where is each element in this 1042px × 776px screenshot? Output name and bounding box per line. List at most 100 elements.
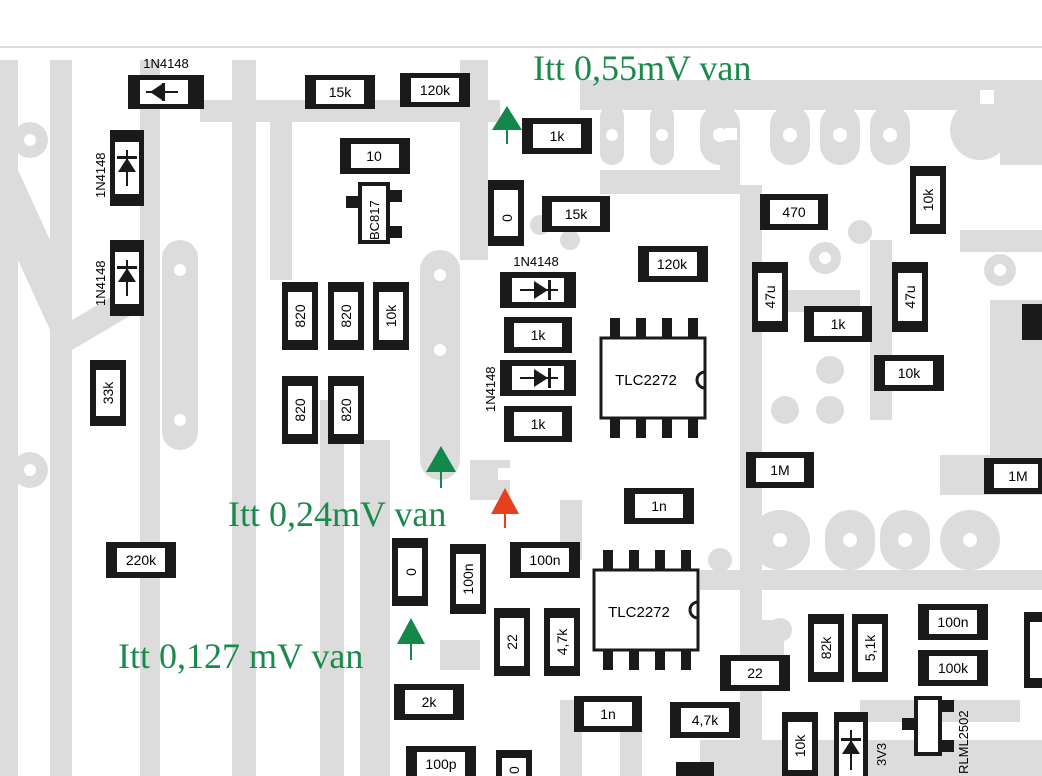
diode-mid-top-label: 1N4148 (513, 254, 559, 269)
resistor-10-label: 10 (366, 148, 382, 164)
transistor-bc817-label: BC817 (367, 200, 382, 240)
resistor-10k-d: 10k (782, 712, 818, 776)
diode-left-1-label: 1N4148 (93, 152, 108, 198)
resistor-10k-c: 10k (373, 282, 409, 350)
resistor-1k-b: 1k (804, 306, 872, 342)
mosfet-rlml2502-label: RLML2502 (956, 710, 971, 774)
resistor-820-c-label: 820 (292, 398, 308, 422)
resistor-120k-top: 120k (400, 73, 470, 107)
resistor-1k-top-label: 1k (550, 128, 566, 144)
resistor-10: 10 (340, 138, 410, 174)
resistor-22-b-label: 22 (747, 665, 763, 681)
resistor-820-d: 820 (328, 376, 364, 444)
resistor-51k: 5,1k (852, 614, 888, 682)
diode-left-2: 1N4148 (93, 240, 144, 316)
resistor-820-b: 820 (328, 282, 364, 350)
transistor-bc817: BC817 (346, 182, 402, 244)
capacitor-100n-b-label: 100n (529, 552, 560, 568)
resistor-82k: 82k (808, 614, 844, 682)
zener-3v3: 3V3 (834, 712, 889, 776)
diode-top-label: 1N4148 (143, 56, 189, 71)
resistor-33k: 33k (90, 360, 126, 426)
resistor-0-b: 0 (392, 538, 428, 606)
diode-left-2-label: 1N4148 (93, 260, 108, 306)
resistor-10k-c-label: 10k (383, 304, 399, 328)
resistor-820-b-label: 820 (338, 304, 354, 328)
capacitor-47u-b: 47u (892, 262, 928, 332)
resistor-15k-top-label: 15k (329, 84, 353, 100)
arrow-up-icon (426, 446, 456, 472)
resistor-22-a-label: 22 (504, 634, 520, 650)
resistor-120k-b-label: 120k (657, 256, 688, 272)
capacitor-100p-label: 100p (425, 756, 456, 772)
resistor-1k-d-label: 1k (531, 416, 547, 432)
probe-arrow-middle (426, 446, 456, 488)
resistor-0-a: 0 (488, 180, 524, 246)
resistor-47k-b-label: 4,7k (692, 712, 719, 728)
resistor-10k-b-label: 10k (898, 365, 922, 381)
resistor-2k: 2k (394, 684, 464, 720)
capacitor-100n-a-label: 100n (460, 563, 476, 594)
capacitor-47u-a: 47u (752, 262, 788, 332)
edge-part-right-2: 100 (1024, 612, 1042, 688)
resistor-120k-top-label: 120k (420, 82, 451, 98)
resistor-1m-b: 1M (984, 458, 1042, 494)
ic-tlc2272-top: TLC2272 (599, 318, 707, 438)
ic-tlc2272-top-label: TLC2272 (615, 372, 677, 389)
resistor-47k-a: 4,7k (544, 608, 580, 676)
probe-arrow-bottom (397, 618, 425, 660)
resistor-51k-label: 5,1k (862, 634, 878, 661)
resistor-100k-label: 100k (938, 660, 969, 676)
arrow-up-icon (491, 488, 519, 514)
edge-part-right-2-label: 100 (1039, 658, 1042, 680)
resistor-1m-b-label: 1M (1008, 468, 1027, 484)
edge-part-right-1 (1022, 304, 1042, 340)
probe-arrow-red (491, 488, 519, 528)
capacitor-47u-a-label: 47u (762, 285, 778, 308)
resistor-470-label: 470 (782, 204, 806, 220)
resistor-120k-b: 120k (638, 246, 708, 282)
resistor-1k-b-label: 1k (831, 316, 847, 332)
resistor-1k-d: 1k (504, 406, 572, 442)
resistor-10k-b: 10k (874, 355, 944, 391)
diode-mid-top: 1N4148 (500, 254, 576, 308)
resistor-470: 470 (760, 194, 828, 230)
diode-left-1: 1N4148 (93, 130, 144, 206)
resistor-82k-label: 82k (818, 636, 834, 660)
annotation-top: Itt 0,55mV van (533, 48, 751, 88)
mosfet-rlml2502: RLML2502 (902, 696, 971, 774)
probe-arrow-top (492, 106, 522, 144)
pad-holes (24, 80, 1006, 547)
capacitor-1n-a-label: 1n (651, 498, 667, 514)
resistor-10k-tr-label: 10k (920, 188, 936, 212)
components: 1N4148 15k 120k 1k 10 (90, 56, 1042, 776)
resistor-22-b: 22 (720, 655, 790, 691)
resistor-22-a: 22 (494, 608, 530, 676)
ic-tlc2272-bottom-label: TLC2272 (608, 604, 670, 621)
capacitor-100n-c: 100n (918, 604, 988, 640)
annotation-middle: Itt 0,24mV van (228, 494, 446, 534)
ic-tlc2272-bottom: TLC2272 (592, 550, 700, 670)
resistor-1m-a-label: 1M (770, 462, 789, 478)
resistor-2k-label: 2k (422, 694, 438, 710)
diode-top: 1N4148 (128, 56, 204, 109)
resistor-1m-a: 1M (746, 452, 814, 488)
resistor-220k-label: 220k (126, 552, 157, 568)
diode-mid-side-label: 1N4148 (483, 366, 498, 412)
resistor-820-c: 820 (282, 376, 318, 444)
resistor-15k-top: 15k (305, 75, 375, 109)
resistor-0-c: 0 (496, 750, 532, 776)
resistor-15k-b: 15k (542, 196, 610, 232)
arrow-up-icon (492, 106, 522, 130)
resistor-47k-a-label: 4,7k (554, 628, 570, 655)
resistor-47k-b: 4,7k (670, 702, 740, 738)
diode-mid-side: 1N4148 (483, 360, 576, 412)
resistor-820-a-label: 820 (292, 304, 308, 328)
arrow-up-icon (397, 618, 425, 644)
resistor-1k-c-label: 1k (531, 327, 547, 343)
capacitor-1n-a: 1n (624, 488, 694, 524)
resistor-33k-label: 33k (100, 381, 116, 405)
resistor-15k-b-label: 15k (565, 206, 589, 222)
capacitor-47u-b-label: 47u (902, 285, 918, 308)
resistor-1k-top: 1k (522, 118, 592, 154)
